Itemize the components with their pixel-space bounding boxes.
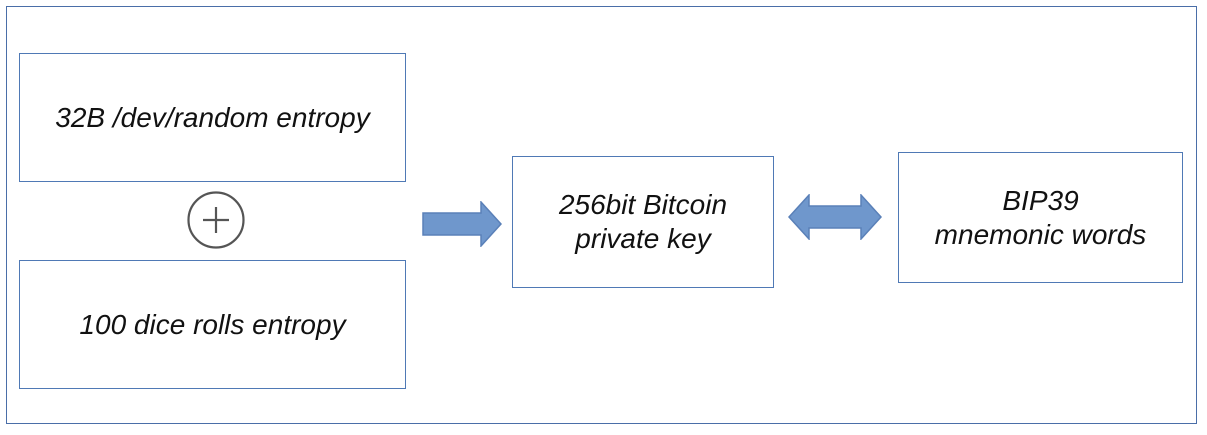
dice-entropy-label: 100 dice rolls entropy	[79, 308, 346, 340]
private-key-box: 256bit Bitcoin private key	[512, 156, 774, 288]
private-key-line2: private key	[575, 223, 711, 254]
right-arrow-icon	[422, 201, 502, 247]
bip39-line2: mnemonic words	[934, 218, 1147, 250]
random-entropy-box: 32B /dev/random entropy	[19, 53, 406, 182]
random-entropy-label: 32B /dev/random entropy	[55, 101, 370, 133]
circled-plus-icon	[187, 191, 245, 249]
bip39-box: BIP39 mnemonic words	[898, 152, 1183, 283]
private-key-line1: 256bit Bitcoin	[558, 189, 728, 220]
diagram-frame	[6, 6, 1197, 424]
dice-entropy-box: 100 dice rolls entropy	[19, 260, 406, 389]
double-arrow-icon	[788, 194, 882, 240]
bip39-line1: BIP39	[1002, 184, 1079, 216]
